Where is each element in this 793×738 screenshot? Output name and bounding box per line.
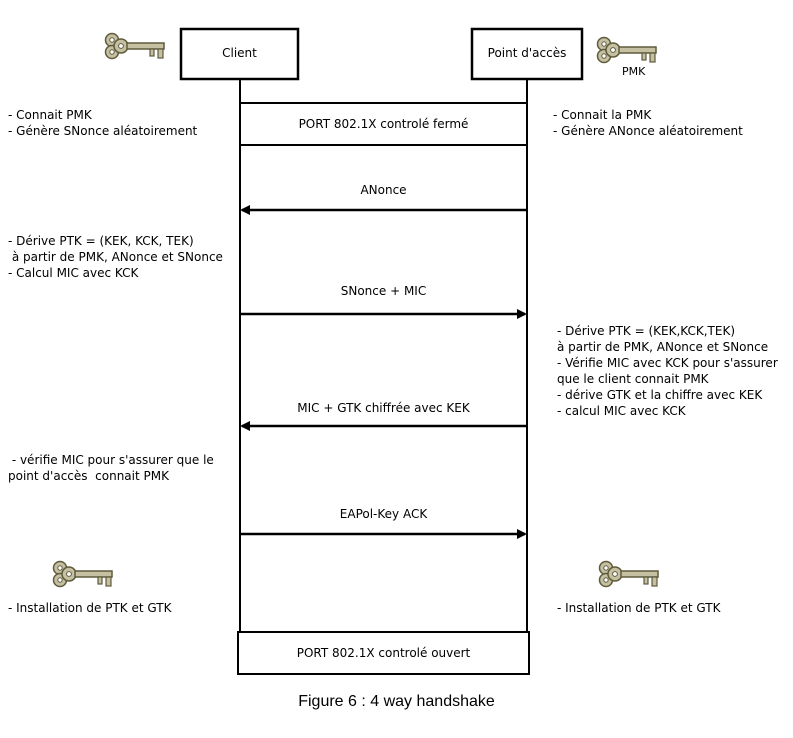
- port-open-label: PORT 802.1X controlé ouvert: [297, 646, 471, 660]
- ap-pmk-key-icon: [596, 36, 657, 64]
- figure-caption: Figure 6 : 4 way handshake: [298, 693, 495, 710]
- pmk-label: PMK: [622, 65, 646, 78]
- client-initial-line: - Connait PMK: [8, 108, 92, 122]
- ap-derive-line: que le client connait PMK: [557, 372, 709, 386]
- ap-derive-note: - Dérive PTK = (KEK,KCK,TEK) à partir de…: [557, 323, 778, 419]
- access-point-box: [470, 27, 584, 81]
- ap-derive-line: - dérive GTK et la chiffre avec KEK: [557, 388, 763, 402]
- client-derive-line: - Calcul MIC avec KCK: [8, 266, 139, 280]
- ap-install-note: - Installation de PTK et GTK: [557, 600, 720, 616]
- ap-derive-line: à partir de PMK, ANonce et SNonce: [557, 340, 769, 354]
- snonce-label: SNonce + MIC: [341, 284, 426, 298]
- client-initial-line: - Génère SNonce aléatoirement: [8, 124, 198, 138]
- ap-derive-line: - Vérifie MIC avec KCK pour s'assurer: [557, 356, 778, 370]
- ap-initial-note: - Connait la PMK - Génère ANonce aléatoi…: [553, 107, 743, 139]
- ack-label: EAPol-Key ACK: [340, 507, 429, 521]
- ap-initial-line: - Connait la PMK: [553, 108, 652, 122]
- port-closed-label: PORT 802.1X controlé fermé: [299, 117, 469, 131]
- client-derive-line: à partir de PMK, ANonce et SNonce: [8, 250, 223, 264]
- gtk-label: MIC + GTK chiffrée avec KEK: [297, 401, 471, 415]
- client-pmk-key-icon: [104, 32, 165, 60]
- ap-derive-line: - calcul MIC avec KCK: [557, 404, 686, 418]
- client-label: Client: [222, 46, 257, 60]
- client-derive-note: - Dérive PTK = (KEK, KCK, TEK) à partir …: [8, 233, 223, 281]
- client-box: [179, 27, 300, 81]
- port-closed-box: [239, 102, 528, 146]
- ap-ptk-gtk-key-icon: [598, 560, 659, 588]
- client-ptk-gtk-key-icon: [52, 560, 113, 588]
- client-install-line: - Installation de PTK et GTK: [8, 601, 172, 615]
- client-derive-line: - Dérive PTK = (KEK, KCK, TEK): [8, 234, 194, 248]
- client-install-note: - Installation de PTK et GTK: [8, 600, 171, 616]
- client-verify-line: point d'accès connait PMK: [8, 469, 169, 483]
- ap-initial-line: - Génère ANonce aléatoirement: [553, 124, 743, 138]
- anonce-label: ANonce: [360, 183, 406, 197]
- port-open-box: [237, 631, 530, 675]
- ap-install-line: - Installation de PTK et GTK: [557, 601, 721, 615]
- client-initial-note: - Connait PMK - Génère SNonce aléatoirem…: [8, 107, 197, 139]
- access-point-label: Point d'accès: [488, 46, 567, 60]
- ap-derive-line: - Dérive PTK = (KEK,KCK,TEK): [557, 324, 736, 338]
- client-verify-line: - vérifie MIC pour s'assurer que le: [8, 453, 214, 467]
- client-verify-note: - vérifie MIC pour s'assurer que le poin…: [8, 452, 214, 484]
